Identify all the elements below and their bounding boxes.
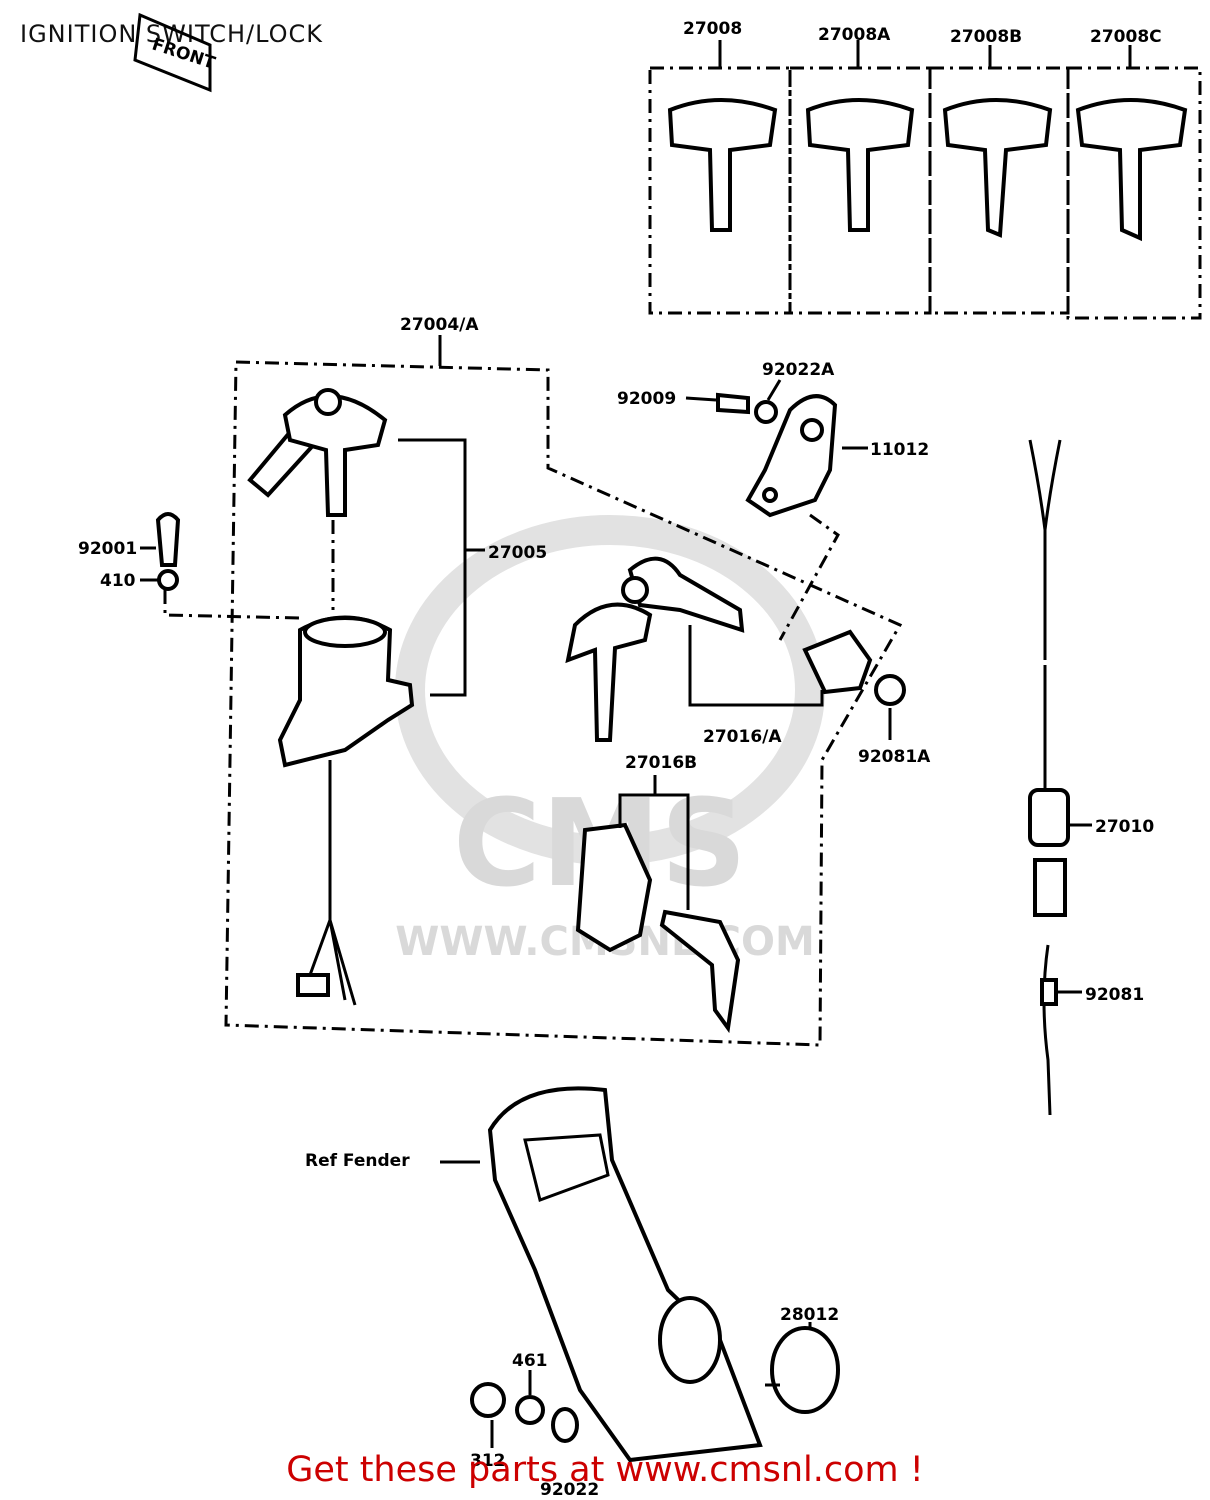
assembly-boundary — [224, 360, 903, 1047]
clip-92081 — [1040, 978, 1058, 1006]
rear-fender — [487, 1086, 763, 1463]
front-indicator: FRONT — [133, 12, 218, 93]
key-blank-27008 — [667, 98, 778, 232]
key-blanks-group: 27008 27008A 27008B 27008C — [648, 19, 1202, 320]
label-92081a: 92081A — [858, 747, 931, 767]
label-410: 410 — [100, 571, 136, 591]
page-title: IGNITION SWITCH/LOCK — [20, 20, 324, 48]
label-92022a: 92022A — [762, 360, 835, 380]
washer-92022 — [551, 1407, 579, 1443]
lock-key-set — [565, 556, 745, 742]
reflector-28012 — [765, 1326, 840, 1414]
label-92081: 92081 — [1085, 985, 1144, 1005]
washer-410 — [157, 569, 179, 591]
front-label: FRONT — [149, 35, 217, 74]
key-blank-27008a — [805, 98, 915, 232]
parts-link-banner[interactable]: Get these parts at www.cmsnl.com ! — [286, 1450, 924, 1490]
screw-92001 — [155, 512, 181, 567]
label-461: 461 — [512, 1351, 548, 1371]
label-27005: 27005 — [488, 543, 547, 563]
cable-27010 — [1028, 439, 1070, 1116]
label-92001: 92001 — [78, 539, 137, 559]
label-27010: 27010 — [1095, 817, 1154, 837]
label-27008c: 27008C — [1090, 27, 1162, 47]
bracket-11012 — [745, 394, 838, 518]
ignition-switch-body — [277, 615, 415, 1006]
ignition-key-pair — [247, 388, 388, 517]
label-27008a: 27008A — [818, 25, 891, 45]
key-blank-27008b — [942, 98, 1053, 238]
label-27008b: 27008B — [950, 27, 1022, 47]
lock-cylinder-27016a — [802, 629, 906, 706]
washer-312 — [470, 1382, 506, 1418]
label-92022: 92022 — [540, 1480, 599, 1500]
label-312: 312 — [470, 1451, 506, 1471]
label-ref-fender: Ref Fender — [305, 1151, 410, 1171]
label-11012: 11012 — [870, 440, 929, 460]
label-27004a: 27004/A — [400, 315, 479, 335]
label-28012: 28012 — [780, 1305, 839, 1325]
label-27016b: 27016B — [625, 753, 697, 773]
washer-92022a — [754, 400, 778, 424]
bolt-92009 — [716, 392, 750, 415]
nut-461 — [515, 1395, 545, 1425]
label-92009: 92009 — [617, 389, 676, 409]
key-blank-27008c — [1075, 98, 1188, 242]
label-27016a: 27016/A — [703, 727, 782, 747]
label-27008: 27008 — [683, 19, 742, 39]
lock-27016b — [575, 822, 741, 1034]
